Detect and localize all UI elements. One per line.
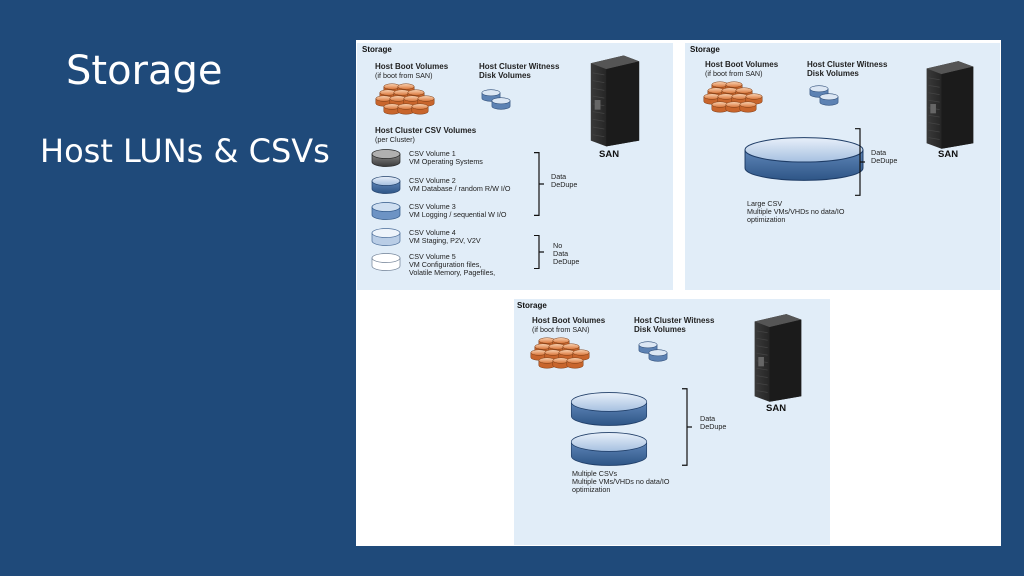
csv-volumes-note: (per Cluster) xyxy=(375,135,415,144)
dedupe-bracket xyxy=(855,128,865,196)
san-label: SAN xyxy=(766,403,787,414)
panel-header: Storage xyxy=(690,45,720,54)
witness-disk-icon xyxy=(481,89,511,110)
large-csv-caption-2: Multiple VMs/VHDs no data/IO xyxy=(747,207,845,216)
dedupe-bracket xyxy=(534,152,544,216)
csv-volume-5-name: CSV Volume 5 xyxy=(409,252,456,261)
san-rack-icon xyxy=(926,60,974,150)
storage-panel-detailed: Storage Host Boot Volumes (if boot from … xyxy=(357,43,673,290)
boot-disk-stack-icon xyxy=(530,337,590,369)
csv-volume-3-desc: VM Logging / sequential W I/O xyxy=(409,210,507,219)
csv-volume-2-desc: VM Database / random R/W I/O xyxy=(409,184,511,193)
diagram-area: Storage Host Boot Volumes (if boot from … xyxy=(356,40,1001,546)
no-dedupe-label-3: DeDupe xyxy=(553,257,580,266)
boot-volumes-title: Host Boot Volumes xyxy=(705,60,779,69)
san-label: SAN xyxy=(599,149,620,160)
large-csv-caption-3: optimization xyxy=(747,215,786,224)
witness-title-2: Disk Volumes xyxy=(479,71,531,80)
san-label: SAN xyxy=(938,149,959,160)
csv-volume-5-desc: VM Configuration files, xyxy=(409,260,482,269)
storage-panel-multiple-csvs: Storage Host Boot Volumes (if boot from … xyxy=(514,299,830,545)
csv-volume-1-icon xyxy=(371,149,401,167)
csv-disk-icon-1 xyxy=(570,392,648,426)
witness-title: Host Cluster Witness xyxy=(634,316,715,325)
witness-title: Host Cluster Witness xyxy=(479,62,560,71)
csv-volume-2-icon xyxy=(371,176,401,194)
csv-volume-5-desc-2: Volatile Memory, Pagefiles, xyxy=(409,268,496,277)
san-rack-icon xyxy=(590,55,640,147)
boot-volumes-note: (if boot from SAN) xyxy=(532,325,590,334)
boot-volumes-title: Host Boot Volumes xyxy=(375,62,449,71)
csv-volumes-title: Host Cluster CSV Volumes xyxy=(375,126,477,135)
csv-disk-icon-2 xyxy=(570,432,648,466)
large-csv-disk-icon xyxy=(744,137,864,181)
csv-volume-4-name: CSV Volume 4 xyxy=(409,228,456,237)
dedupe-label-2: DeDupe xyxy=(551,180,578,189)
panel-header: Storage xyxy=(362,45,392,54)
no-dedupe-label-2: Data xyxy=(553,249,569,258)
dedupe-label-1: Data xyxy=(700,414,716,423)
boot-volumes-note: (if boot from SAN) xyxy=(705,69,763,78)
large-csv-caption-1: Large CSV xyxy=(747,199,783,208)
panel-header: Storage xyxy=(517,301,547,310)
multi-csv-caption-1: Multiple CSVs xyxy=(572,469,618,478)
csv-volume-1-desc: VM Operating Systems xyxy=(409,157,483,166)
multi-csv-caption-2: Multiple VMs/VHDs no data/IO xyxy=(572,477,670,486)
no-dedupe-label-1: No xyxy=(553,241,563,250)
no-dedupe-bracket xyxy=(534,235,544,269)
csv-volume-4-desc: VM Staging, P2V, V2V xyxy=(409,236,481,245)
boot-disk-stack-icon xyxy=(375,83,435,115)
dedupe-label-2: DeDupe xyxy=(871,156,898,165)
slide-title: Storage xyxy=(66,48,223,94)
boot-disk-stack-icon xyxy=(703,81,763,113)
witness-title-2: Disk Volumes xyxy=(634,325,686,334)
witness-disk-icon xyxy=(809,85,839,106)
boot-volumes-title: Host Boot Volumes xyxy=(532,316,606,325)
csv-volume-2-name: CSV Volume 2 xyxy=(409,176,456,185)
csv-volume-4-icon xyxy=(371,228,401,246)
dedupe-label-1: Data xyxy=(551,172,567,181)
san-rack-icon xyxy=(754,313,802,403)
dedupe-bracket xyxy=(682,388,692,466)
witness-title-2: Disk Volumes xyxy=(807,69,859,78)
csv-volume-5-icon xyxy=(371,253,401,271)
storage-panel-large-csv: Storage Host Boot Volumes (if boot from … xyxy=(685,43,1000,290)
multi-csv-caption-3: optimization xyxy=(572,485,611,494)
dedupe-label-1: Data xyxy=(871,148,887,157)
witness-title: Host Cluster Witness xyxy=(807,60,888,69)
slide-subtitle: Host LUNs & CSVs xyxy=(40,132,330,170)
dedupe-label-2: DeDupe xyxy=(700,422,727,431)
witness-disk-icon xyxy=(638,341,668,362)
csv-volume-3-icon xyxy=(371,202,401,220)
boot-volumes-note: (if boot from SAN) xyxy=(375,71,433,80)
csv-volume-3-name: CSV Volume 3 xyxy=(409,202,456,211)
csv-volume-1-name: CSV Volume 1 xyxy=(409,149,456,158)
